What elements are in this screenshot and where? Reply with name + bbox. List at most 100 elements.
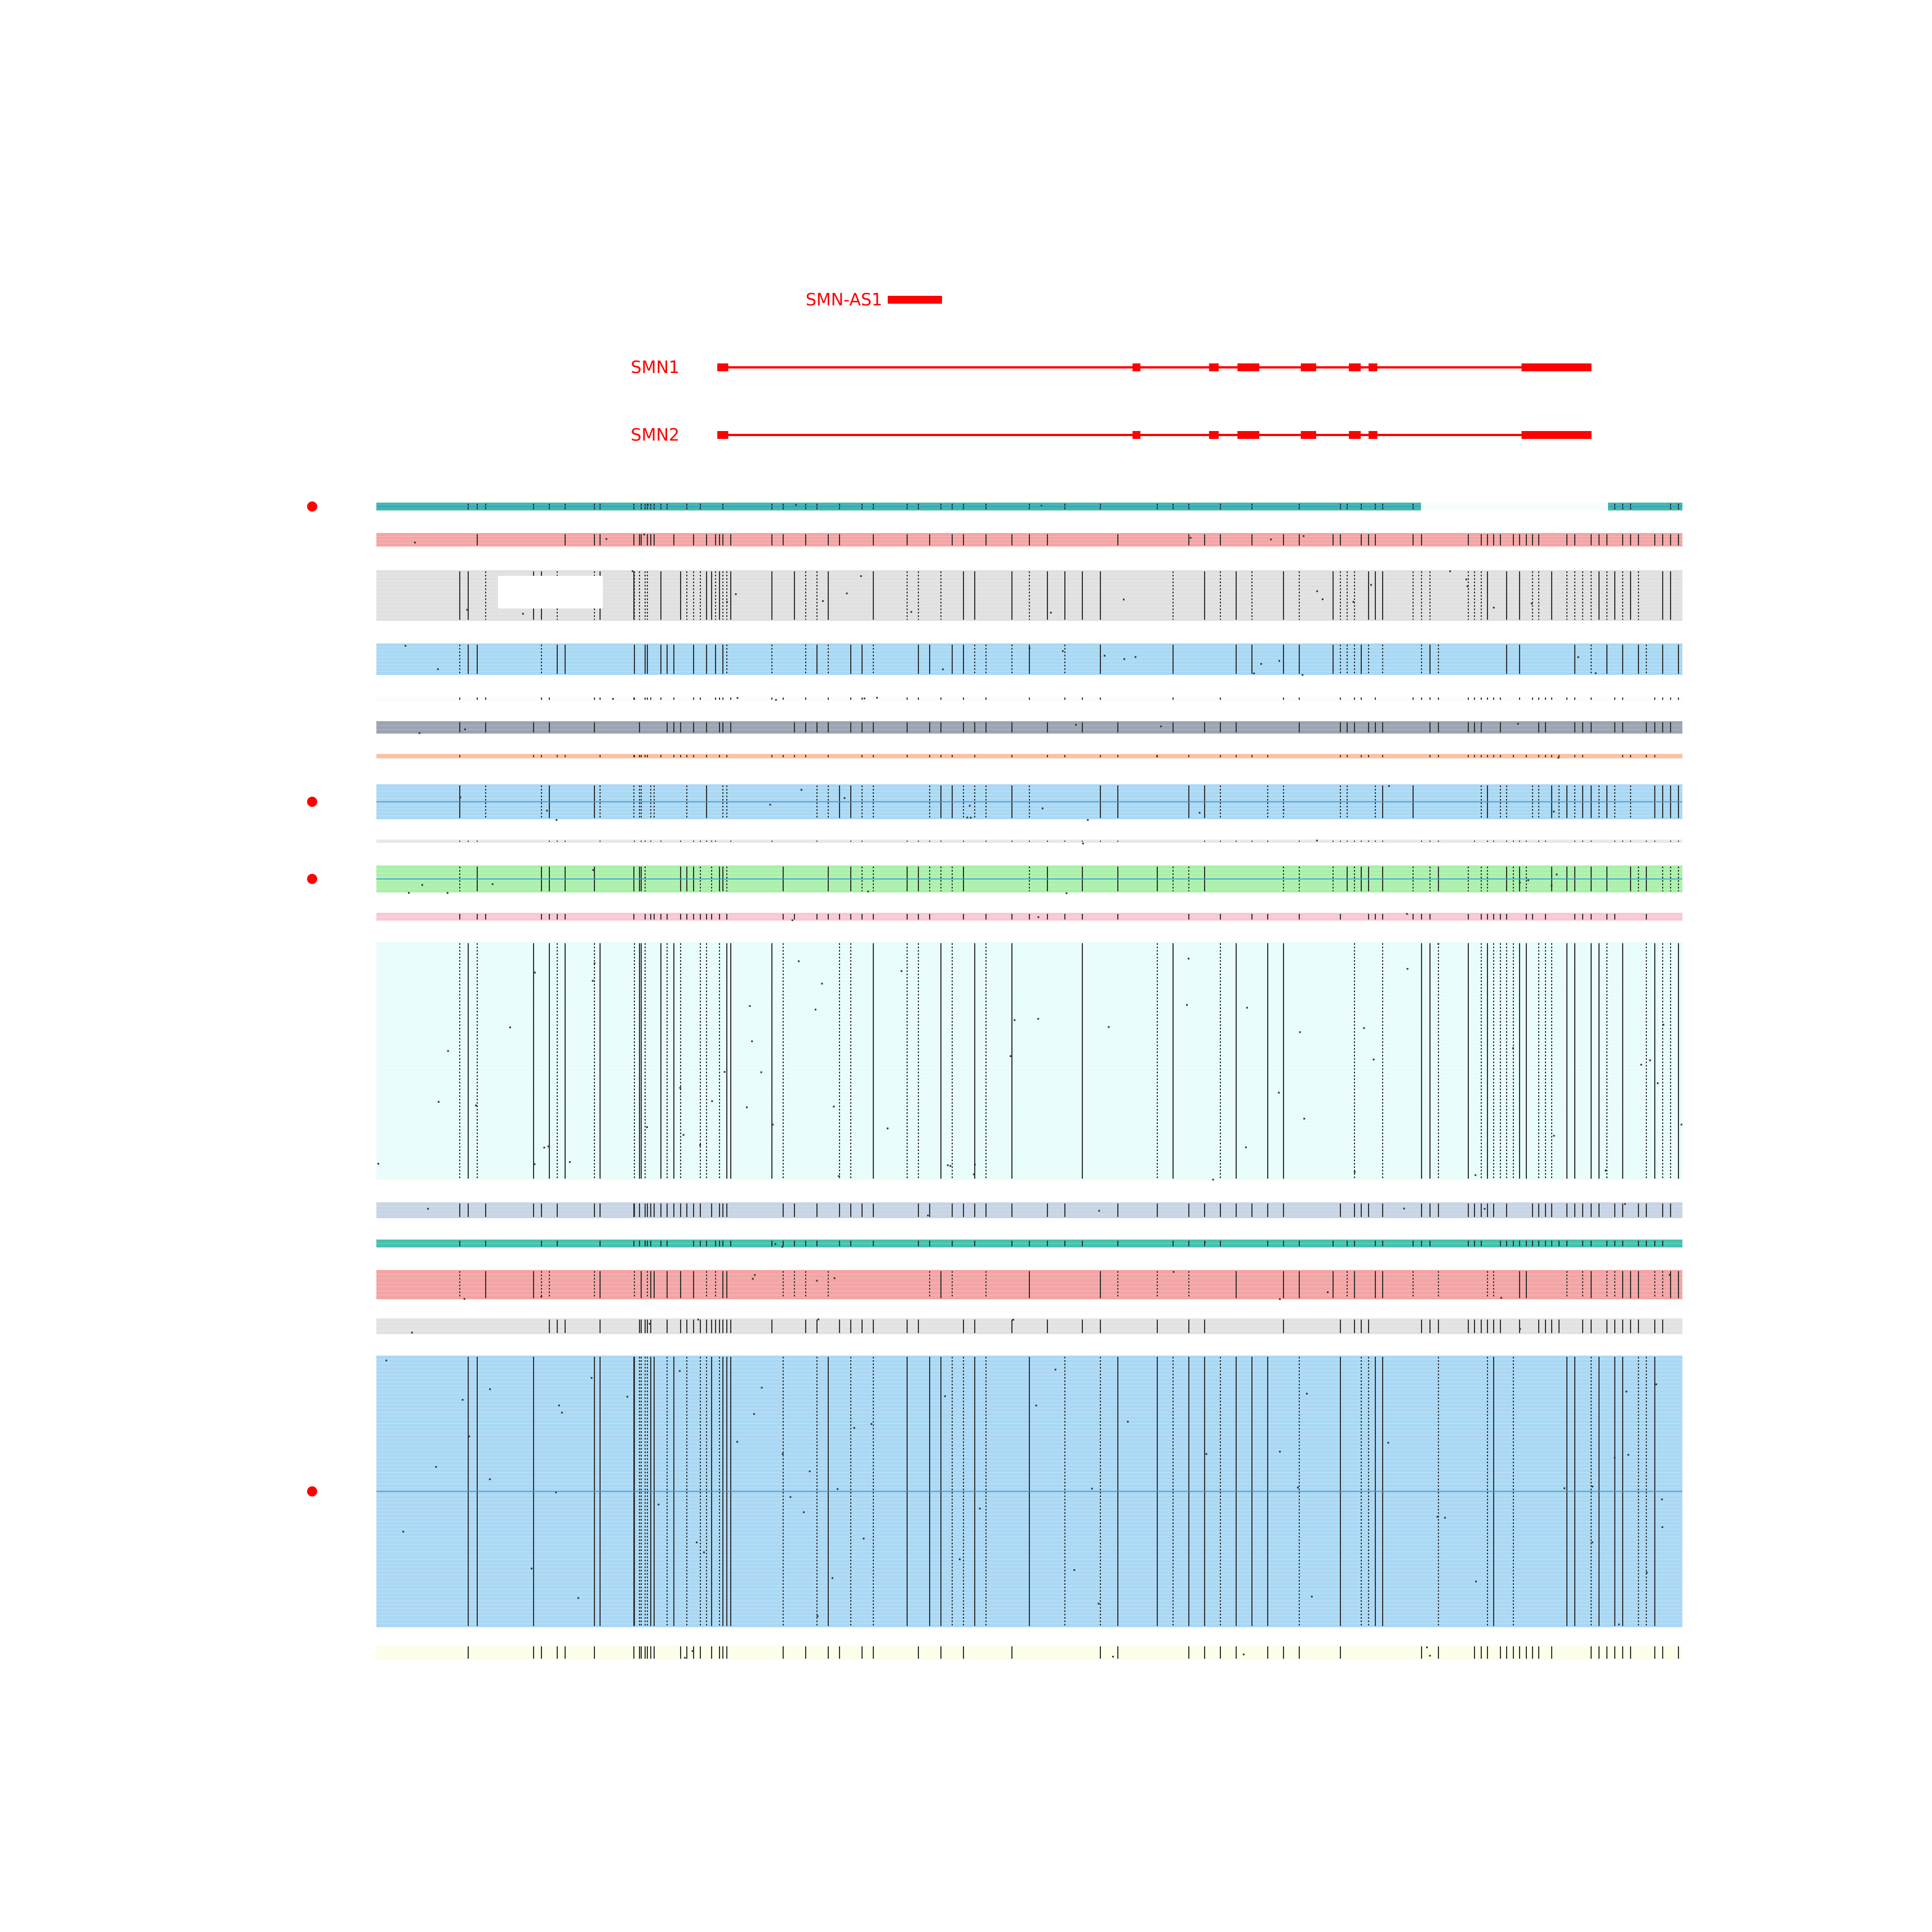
private-variant xyxy=(781,1453,784,1455)
private-variant xyxy=(556,819,558,821)
private-variant xyxy=(626,1396,628,1398)
gene-exon xyxy=(1368,363,1378,371)
private-variant xyxy=(1388,785,1390,787)
private-variant xyxy=(1296,1486,1299,1489)
haplotype-group-g16 xyxy=(376,1318,1682,1334)
private-variant xyxy=(489,1388,491,1391)
private-variant xyxy=(699,1144,701,1146)
private-variant xyxy=(1625,1391,1628,1393)
private-variant xyxy=(843,797,846,799)
private-variant xyxy=(816,1280,818,1282)
private-variant xyxy=(491,883,494,885)
private-variant xyxy=(658,1503,660,1505)
private-variant xyxy=(1098,1210,1100,1212)
gene-exon xyxy=(1300,431,1316,439)
private-variant xyxy=(723,1071,726,1073)
private-variant xyxy=(1028,647,1031,649)
haplotype-group-g11 xyxy=(376,913,1682,921)
gene-label: SMN2 xyxy=(631,425,679,445)
private-variant xyxy=(837,1488,839,1490)
private-variant xyxy=(822,600,824,602)
haplotype-group-g9 xyxy=(376,840,1682,845)
private-variant xyxy=(1050,611,1052,614)
private-variant xyxy=(753,1413,755,1415)
reference-marker xyxy=(307,874,317,884)
private-variant xyxy=(547,1145,549,1148)
private-variant xyxy=(1278,1091,1280,1094)
private-variant xyxy=(979,1507,981,1509)
private-variant xyxy=(643,534,645,536)
private-variant xyxy=(679,1087,681,1089)
private-variant xyxy=(459,796,461,798)
gene-exon xyxy=(1521,431,1592,439)
private-variant xyxy=(1041,807,1043,810)
gene-smn-as1: SMN-AS1 xyxy=(806,290,942,310)
haplotype-block xyxy=(376,721,1682,734)
haplotype-block xyxy=(376,754,1682,758)
private-variant xyxy=(1406,968,1409,970)
private-variant xyxy=(1127,1420,1129,1423)
private-variant xyxy=(1305,1393,1308,1395)
private-variant xyxy=(647,504,649,506)
private-variant xyxy=(969,805,971,807)
private-variant xyxy=(1186,1004,1188,1006)
private-variant xyxy=(1475,1580,1477,1583)
gene-exon xyxy=(717,363,729,371)
private-variant xyxy=(1242,1653,1245,1655)
private-variant xyxy=(678,1370,681,1372)
private-variant xyxy=(1605,1169,1607,1171)
haplotype-group-g4 xyxy=(376,643,1682,676)
private-variant xyxy=(863,698,865,700)
private-variant xyxy=(1564,1487,1566,1489)
private-variant xyxy=(646,1126,648,1129)
haplotype-group-g15 xyxy=(376,1270,1682,1300)
gene-smn2: SMN2 xyxy=(631,425,1592,445)
deletion-gap xyxy=(498,576,603,609)
private-variant xyxy=(1082,842,1084,845)
private-variant xyxy=(1363,1027,1365,1029)
private-variant xyxy=(798,960,800,962)
private-variant xyxy=(697,1318,699,1321)
private-variant xyxy=(1212,1179,1214,1181)
private-variant xyxy=(1370,584,1373,586)
haplotype-group-g5 xyxy=(376,696,1682,701)
private-variant xyxy=(605,538,607,540)
private-variant xyxy=(1156,755,1158,757)
private-variant xyxy=(1172,1271,1175,1273)
private-variant xyxy=(534,971,536,974)
gene-exon xyxy=(1349,363,1361,371)
private-variant xyxy=(530,1567,532,1570)
private-variant xyxy=(1316,840,1318,842)
private-variant xyxy=(1303,535,1305,537)
private-variant xyxy=(863,1538,865,1540)
private-variant xyxy=(1054,1369,1056,1371)
private-variant xyxy=(789,1496,792,1498)
private-variant xyxy=(846,592,848,594)
private-variant xyxy=(1303,1117,1305,1120)
gene-exon xyxy=(887,296,942,304)
private-variant xyxy=(1205,1453,1207,1455)
haplotype-group-g10 xyxy=(376,865,1682,894)
private-variant xyxy=(867,890,869,892)
private-variant xyxy=(947,1164,949,1166)
private-variant xyxy=(853,1427,855,1429)
private-variant xyxy=(735,593,737,596)
private-variant xyxy=(1091,1487,1093,1490)
variant-columns xyxy=(459,755,1655,759)
private-variant xyxy=(944,1395,946,1397)
private-variant xyxy=(1484,1208,1486,1210)
private-variant xyxy=(860,575,862,578)
private-variant xyxy=(438,1101,440,1103)
gene-exon xyxy=(1368,431,1378,439)
private-variant xyxy=(1595,672,1597,674)
private-variant xyxy=(974,1163,976,1166)
private-variant xyxy=(377,1162,379,1165)
variant-columns xyxy=(459,696,1679,701)
private-variant xyxy=(1112,1655,1114,1658)
haplotype-block xyxy=(376,1318,1682,1334)
private-variant xyxy=(540,1295,543,1298)
private-variant xyxy=(711,1100,713,1102)
private-variant xyxy=(1680,1123,1682,1126)
private-variant xyxy=(831,1577,833,1579)
